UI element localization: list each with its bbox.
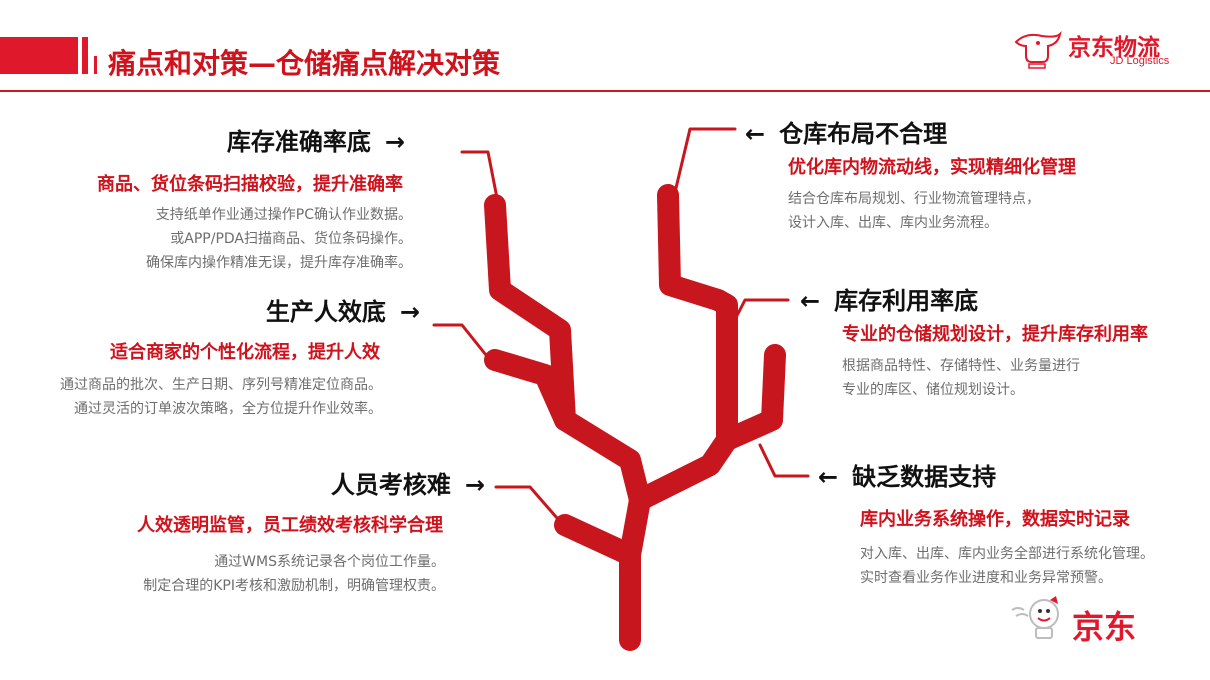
arrow-right-icon: → (399, 298, 420, 326)
solution-subtitle: 优化库内物流动线，实现精细化管理 (788, 157, 1076, 178)
pain-point-title: 生产人效底→ (265, 298, 420, 326)
arrow-left-icon: ← (800, 287, 821, 315)
brand-name: 京东物流 (1068, 35, 1160, 61)
header-accent-stripe (82, 37, 88, 74)
footer-brand: 京东 (1072, 608, 1137, 646)
solution-subtitle: 库内业务系统操作，数据实时记录 (860, 509, 1130, 530)
solution-description: 支持纸单作业通过操作PC确认作业数据。 或APP/PDA扫描商品、货位条码操作。… (146, 207, 412, 271)
solution-subtitle: 专业的仓储规划设计，提升库存利用率 (842, 324, 1148, 345)
arrow-left-icon: ← (745, 120, 766, 148)
header-accent-stripe (94, 56, 97, 74)
solution-subtitle: 人效透明监管，员工绩效考核科学合理 (137, 515, 443, 536)
pain-point-title: 人员考核难→ (330, 471, 485, 499)
solution-description: 结合仓库布局规划、行业物流管理特点， 设计入库、出库、库内业务流程。 (788, 191, 1040, 231)
solution-description: 通过WMS系统记录各个岗位工作量。 制定合理的KPI考核和激励机制，明确管理权责… (143, 554, 445, 594)
arrow-right-icon: → (384, 128, 405, 156)
solution-description: 根据商品特性、存储特性、业务量进行 专业的库区、储位规划设计。 (842, 358, 1080, 398)
header-divider (0, 90, 1210, 92)
pain-point-title: ←缺乏数据支持 (818, 463, 997, 491)
pain-point-title: 库存准确率底→ (226, 128, 405, 156)
pain-point-title: ←库存利用率底 (800, 287, 979, 315)
jd-dog-logo-icon (1014, 30, 1062, 69)
brand-subtitle: JD Logistics (1110, 55, 1170, 67)
solution-description: 通过商品的批次、生产日期、序列号精准定位商品。 通过灵活的订单波次策略，全方位提… (60, 377, 382, 417)
jd-dog-mascot-icon (1011, 596, 1059, 639)
header-accent-bar (0, 37, 78, 74)
solution-description: 对入库、出库、库内业务全部进行系统化管理。 实时查看业务作业进度和业务异常预警。 (860, 546, 1154, 586)
arrow-left-icon: ← (818, 463, 839, 491)
solution-subtitle: 适合商家的个性化流程，提升人效 (110, 342, 380, 363)
pain-point-title: ←仓库布局不合理 (745, 120, 948, 148)
page-title: 痛点和对策—仓储痛点解决对策 (108, 47, 501, 80)
arrow-right-icon: → (464, 471, 485, 499)
solution-subtitle: 商品、货位条码扫描校验，提升准确率 (97, 174, 403, 195)
